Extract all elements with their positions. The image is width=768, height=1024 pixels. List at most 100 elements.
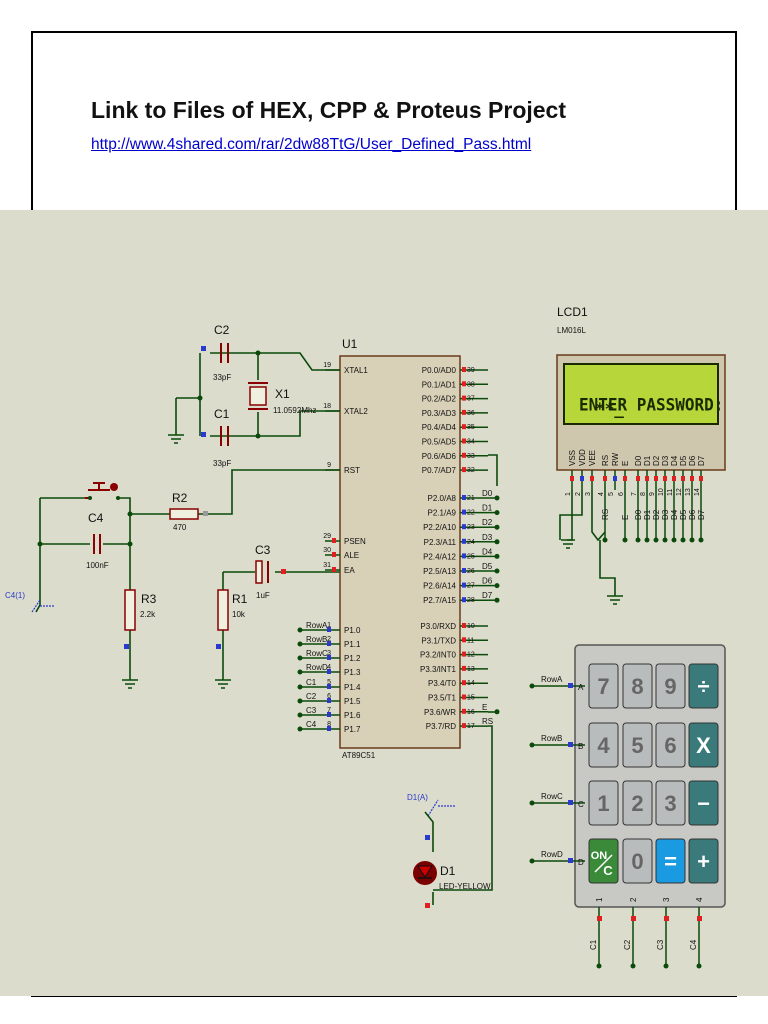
keypad-key[interactable]: 0	[622, 838, 653, 884]
row-letter: D	[578, 858, 584, 867]
key-label: 3	[664, 791, 676, 816]
pin-name: P0.2/AD2	[422, 395, 457, 404]
pin-number: 29	[323, 533, 331, 540]
pin-number: 1	[565, 492, 572, 496]
pin-name: P2.2/A10	[423, 523, 456, 532]
net-label-rowb: RowB	[297, 635, 331, 647]
keypad-key[interactable]: ONC	[588, 838, 619, 884]
keypad-key[interactable]: 5	[622, 722, 653, 768]
pin-name: EA	[344, 566, 355, 575]
pin-number: 10	[658, 488, 665, 496]
keypad-key[interactable]: 1	[588, 780, 619, 826]
pin-name: VDD	[578, 449, 587, 466]
lcd-line1: ENTER PASSWORD:	[579, 395, 723, 414]
r3-resistor	[124, 589, 136, 631]
net-name: RowB	[541, 734, 562, 743]
lcd-pin-d2: D29	[649, 455, 661, 496]
net-name: RowD	[541, 850, 563, 859]
net-name: D1	[643, 509, 652, 520]
pin-number: 7	[327, 707, 331, 714]
net-name: RowD	[306, 663, 328, 672]
net-name: D7	[697, 509, 706, 520]
pin-number: 5	[608, 492, 615, 496]
r3-ref: R3	[141, 592, 157, 606]
pin-number: 2	[327, 636, 331, 643]
net-name: E	[621, 515, 630, 520]
keypad-key[interactable]: X	[688, 722, 719, 768]
keypad-key[interactable]: 8	[622, 663, 653, 709]
pin-number: 4	[327, 664, 331, 671]
lcd-net-d5: D5	[679, 490, 688, 543]
pin-name: P0.4/AD4	[422, 423, 457, 432]
keypad-key[interactable]: 3	[655, 780, 686, 826]
lcd-net-d2: D2	[652, 490, 661, 543]
lcd-pin-rw: RW5	[608, 452, 620, 496]
net-name: C4	[689, 939, 698, 950]
col-number: 4	[695, 897, 704, 902]
keypad-key[interactable]: ÷	[688, 663, 719, 709]
net-name: D1	[482, 504, 493, 513]
pin-name: P1.4	[344, 683, 361, 692]
keypad-key[interactable]: +	[688, 838, 719, 884]
pin-number: 13	[467, 666, 475, 673]
lcd-pin-e: E6	[618, 461, 630, 496]
col-number: 2	[629, 897, 638, 902]
net-name: C1	[306, 678, 317, 687]
pin-number: 30	[323, 547, 331, 554]
d1-value: LED-YELLOW	[439, 882, 491, 891]
pin-name: P0.3/AD3	[422, 409, 457, 418]
d1-wire	[424, 811, 434, 905]
net-label-c2: C2	[297, 692, 331, 704]
pin-number: 6	[618, 492, 625, 496]
col-number: 1	[595, 897, 604, 902]
keypad-key[interactable]: 7	[588, 663, 619, 709]
c1-value: 33pF	[213, 459, 231, 468]
keypad-key[interactable]: 4	[588, 722, 619, 768]
document-title: Link to Files of HEX, CPP & Proteus Proj…	[91, 97, 567, 123]
pin-number: 8	[640, 492, 647, 496]
key-label: 2	[631, 791, 643, 816]
key-label: −	[697, 791, 710, 816]
pin-number: 4	[598, 492, 605, 496]
net-name: C2	[306, 692, 317, 701]
c1-capacitor	[201, 426, 229, 446]
pin-name: P2.3/A11	[424, 538, 457, 547]
keypad-key[interactable]: 6	[655, 722, 686, 768]
r1-value: 10k	[232, 610, 246, 619]
net-name: D5	[482, 562, 493, 571]
ground-symbol	[168, 434, 184, 444]
lcd-net-d3: D3	[661, 490, 670, 543]
keypad-key[interactable]: =	[655, 838, 686, 884]
net-name: RowB	[306, 635, 327, 644]
net-name: RowC	[541, 792, 563, 801]
keypad-key[interactable]: −	[688, 780, 719, 826]
keypad-key[interactable]: 9	[655, 663, 686, 709]
junction	[197, 395, 203, 401]
key-label: 4	[597, 733, 610, 758]
project-files-link[interactable]: http://www.4shared.com/rar/2dw88TtG/User…	[91, 136, 532, 153]
pin-name: P1.3	[344, 668, 361, 677]
pin-number: 25	[467, 553, 475, 560]
net-name: C4	[306, 720, 317, 729]
keypad-key[interactable]: 2	[622, 780, 653, 826]
net-name: C3	[306, 706, 317, 715]
net-label-rowa: RowA	[297, 621, 331, 633]
net-label-rowd: RowD	[297, 663, 331, 675]
net-label-d4: D4	[482, 547, 500, 559]
pin-name: D4	[670, 455, 679, 466]
